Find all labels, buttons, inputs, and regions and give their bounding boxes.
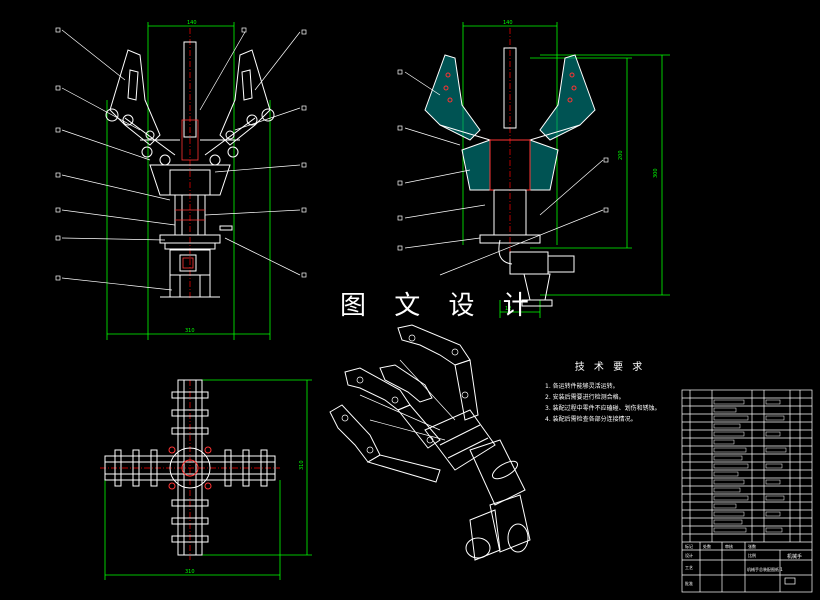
- tb-cell-3: 审核: [725, 543, 733, 549]
- tb-cell-2: 设计: [685, 552, 693, 558]
- tb-cell-0: 标记: [685, 543, 693, 549]
- tb-drawing-no: 机械手总装配图纸 1: [747, 566, 783, 572]
- tb-cell-5: 批准: [685, 580, 693, 586]
- front-view: [55, 22, 307, 340]
- dim-front-bottom: 310: [185, 328, 195, 334]
- tech-note-3: 3. 装配过程中零件不应磕碰、划伤和锈蚀。: [545, 405, 661, 412]
- tech-note-1: 1. 各运转件能够灵活运转。: [545, 383, 619, 390]
- tech-note-4: 4. 装配后需检查各部分连接情况。: [545, 416, 637, 423]
- dim-side-h2: 300: [653, 168, 659, 178]
- tb-name: 机械手: [787, 553, 802, 560]
- dim-side-bottom: 12: [505, 306, 511, 312]
- tech-title: 技 术 要 求: [574, 362, 646, 373]
- tb-cell-7: 张数: [748, 543, 756, 549]
- section-view: [397, 22, 670, 318]
- tech-note-2: 2. 安装后需要进行检测合格。: [545, 394, 625, 401]
- dim-side-h1: 200: [618, 150, 624, 160]
- dim-top-bottom: 310: [185, 569, 195, 575]
- dim-side-top: 140: [503, 20, 513, 26]
- dim-top-right: 310: [299, 460, 305, 470]
- watermark-text: 图 文 设 计: [340, 291, 539, 321]
- tb-cell-1: 处数: [703, 543, 711, 549]
- technical-requirements: 技 术 要 求 1. 各运转件能够灵活运转。 2. 安装后需要进行检测合格。 3…: [545, 358, 675, 425]
- title-block: [681, 389, 813, 593]
- tb-cell-4: 工艺: [685, 565, 693, 570]
- dim-front-top: 140: [187, 20, 197, 26]
- tb-cell-6: 比例: [748, 552, 756, 558]
- isometric-view: [329, 324, 531, 561]
- top-view: [100, 379, 312, 580]
